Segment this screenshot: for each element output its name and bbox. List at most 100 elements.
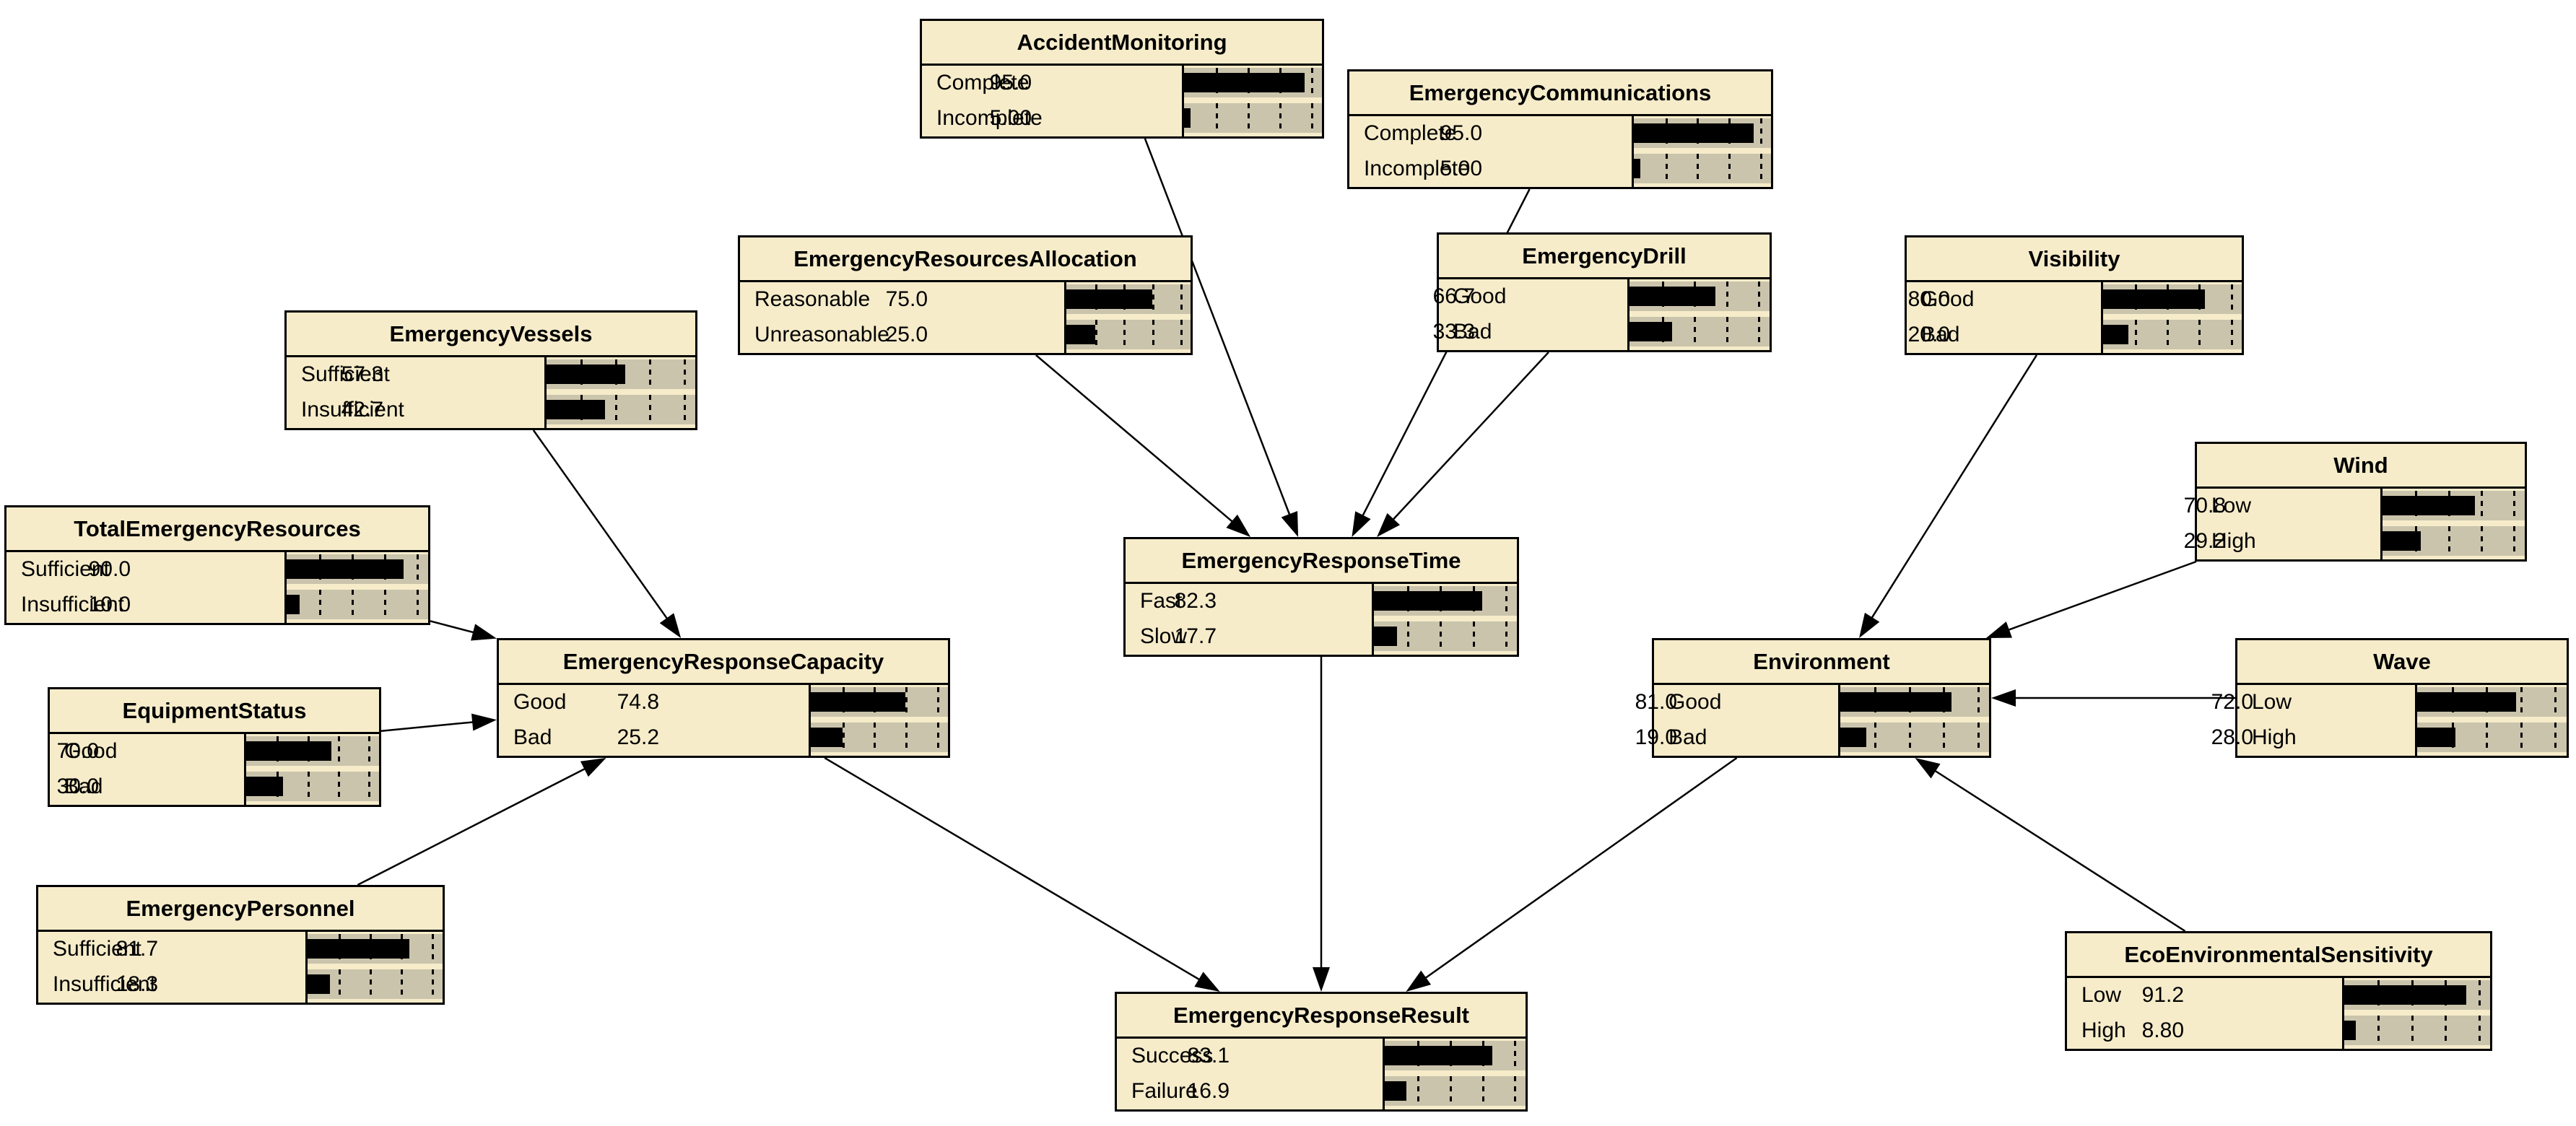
edge-line [532, 429, 670, 622]
probability-bar [1385, 1081, 1406, 1101]
state-label: Incomplete [936, 106, 1043, 130]
state-label: High [2252, 725, 2297, 749]
bar-band [2383, 526, 2525, 556]
gridline [2479, 980, 2481, 1010]
gridline [368, 736, 370, 766]
gridline [2411, 1016, 2414, 1045]
edge-Wind-to-Environment[interactable] [1985, 560, 2197, 638]
edge-EmergencyVessels-to-EmergencyResponseCapacity[interactable] [532, 429, 682, 638]
probability-bar [1385, 1046, 1492, 1065]
edge-Environment-to-EmergencyResponseResult[interactable] [1406, 756, 1738, 992]
probability-bar [1629, 322, 1672, 341]
edge-AccidentMonitoring-to-EmergencyResponseTime[interactable] [1144, 138, 1299, 537]
edge-EquipmentStatus-to-EmergencyResponseCapacity[interactable] [380, 713, 497, 732]
probability-bar [547, 400, 605, 419]
edge-line [1422, 756, 1738, 981]
gridline [1977, 723, 1980, 752]
bar-chart-area [809, 685, 948, 756]
state-value: 17.7 [1174, 624, 1217, 648]
bar-chart-area [1064, 282, 1191, 353]
bar-chart-area [244, 734, 379, 805]
probability-bar [246, 741, 331, 761]
state-label: Low [2211, 494, 2252, 518]
edge-EmergencyResponseTime-to-EmergencyResponseResult[interactable] [1313, 657, 1330, 992]
edge-Wave-to-Environment[interactable] [1991, 689, 2235, 707]
bar-band [287, 554, 428, 584]
gridline [1311, 103, 1313, 133]
edge-line [380, 720, 477, 732]
bar-band [2103, 320, 2242, 349]
node-title: EmergencyVessels [287, 313, 695, 357]
edge-EcoEnvironmentalSensitivity-to-Environment[interactable] [1915, 758, 2186, 933]
state-value: 25.0 [885, 323, 928, 346]
state-value: 10.0 [88, 593, 131, 616]
state-label: Bad [64, 774, 103, 798]
probability-bar [1374, 591, 1482, 611]
gridline [1123, 320, 1126, 349]
state-label: Bad [513, 725, 552, 749]
edge-EmergencyPersonnel-to-EmergencyResponseCapacity[interactable] [357, 758, 606, 886]
gridline [2445, 1016, 2447, 1045]
state-label: Good [513, 690, 567, 714]
edge-TotalEmergencyResources-to-EmergencyResponseCapacity[interactable] [430, 620, 497, 641]
state-value: 42.7 [341, 398, 383, 422]
gridline [1726, 317, 1728, 346]
gridline [1216, 103, 1218, 133]
state-label: Sufficient [21, 557, 110, 581]
gridline [1450, 1076, 1452, 1106]
gridline [1514, 1076, 1516, 1106]
edge-EmergencyDrill-to-EmergencyResponseTime[interactable] [1377, 352, 1549, 537]
state-label: Good [1921, 287, 1975, 311]
gridline [2520, 723, 2523, 752]
bar-chart-area [2415, 685, 2567, 756]
gridline [319, 590, 321, 619]
bar-band [246, 772, 379, 801]
gridline [1407, 621, 1409, 651]
edge-EmergencyResponseCapacity-to-EmergencyResponseResult[interactable] [824, 756, 1220, 992]
node-title: Wind [2197, 444, 2525, 489]
gridline [352, 590, 354, 619]
node-title: EmergencyCommunications [1349, 71, 1771, 116]
state-value: 33.3 [1432, 320, 1475, 344]
state-value: 28.0 [2211, 725, 2253, 749]
state-value: 70.0 [56, 739, 99, 763]
bar-chart-area [2342, 978, 2490, 1049]
bar-chart-area [1627, 279, 1770, 350]
bar-band [1385, 1076, 1526, 1106]
edge-EmergencyResourcesAllocation-to-EmergencyResponseTime[interactable] [1035, 354, 1251, 537]
probability-bar [2417, 728, 2455, 747]
edge-line [1144, 138, 1292, 519]
node-title: TotalEmergencyResources [6, 507, 428, 552]
gridline [2520, 687, 2523, 717]
probability-bar [287, 559, 404, 579]
edge-Visibility-to-Environment[interactable] [1859, 354, 2037, 638]
bar-band [1066, 320, 1191, 349]
node-title: Environment [1654, 640, 1989, 685]
state-label: Low [2081, 983, 2122, 1007]
gridline [1152, 284, 1154, 314]
gridline [368, 772, 370, 801]
bar-chart-area [1632, 116, 1771, 187]
edge-line [1390, 352, 1549, 523]
